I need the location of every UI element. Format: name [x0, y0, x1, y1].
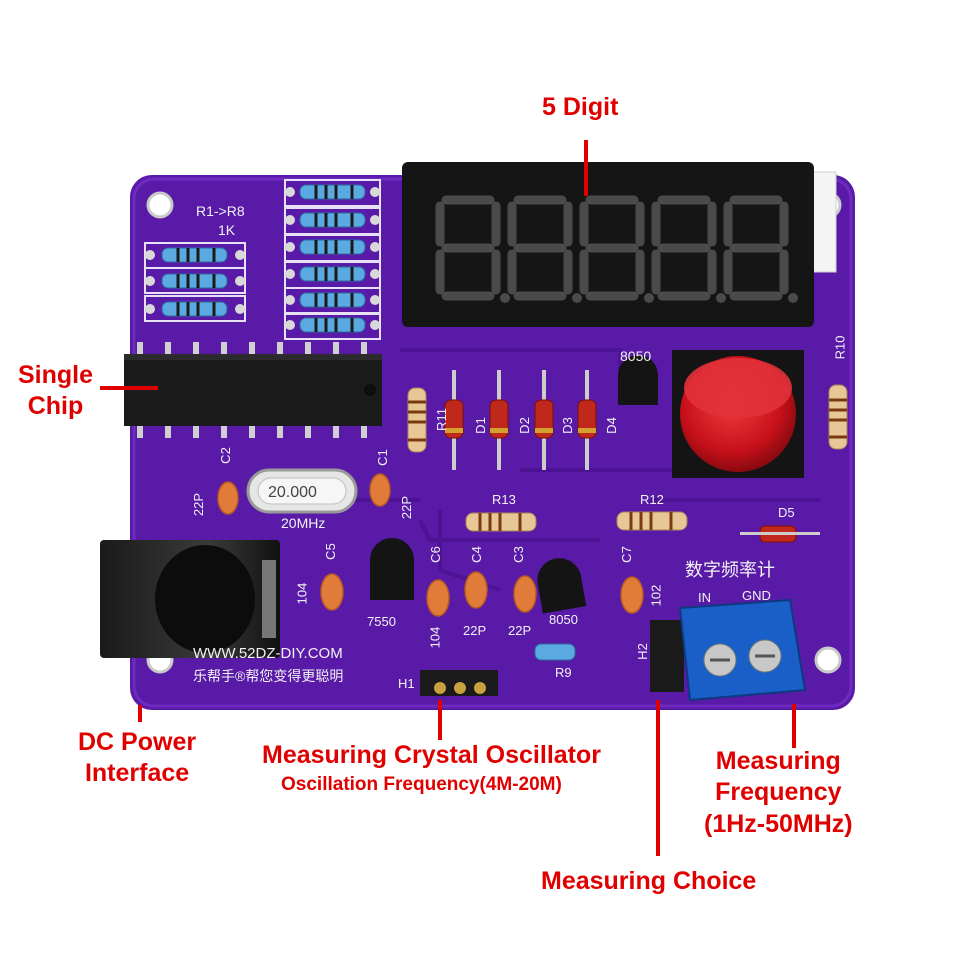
c2-value: 22P	[191, 492, 207, 517]
c4-label: C4	[468, 546, 484, 563]
crystal-marking: 20.000	[268, 484, 317, 501]
mount-hole	[146, 191, 174, 219]
transistor-mid-label: 8050	[549, 612, 578, 627]
d3-label: D3	[559, 417, 575, 434]
mount-hole	[814, 646, 842, 674]
h2-label: H2	[634, 643, 650, 660]
r9-label: R9	[555, 665, 572, 680]
c6-label: C6	[427, 546, 443, 563]
c6-value: 104	[427, 626, 443, 649]
resistor-value-label: 1K	[218, 222, 236, 238]
c3-label: C3	[510, 546, 526, 563]
c4-value: 22P	[463, 623, 487, 638]
c7-label: C7	[618, 546, 634, 563]
c2-label: C2	[217, 447, 233, 464]
r11-label: R11	[433, 408, 449, 431]
slogan-label: 乐帮手®帮您变得更聪明	[193, 668, 344, 684]
label-measuring-frequency: Measuring Frequency (1Hz-50MHz)	[704, 747, 853, 838]
chinese-title: 数字频率计	[685, 560, 775, 580]
label-single-chip: Single Chip	[18, 361, 94, 421]
c7-value: 102	[648, 584, 664, 607]
r13-label: R13	[492, 492, 516, 507]
label-five-digit: 5 Digit	[542, 93, 619, 121]
microcontroller-chip	[124, 342, 382, 438]
header-pins	[420, 620, 684, 696]
in-label: IN	[698, 590, 711, 605]
transistor-top-label: 8050	[620, 348, 652, 364]
d4-label: D4	[603, 417, 619, 434]
c1-value: 22P	[399, 495, 415, 520]
c1-label: C1	[374, 449, 390, 466]
d2-label: D2	[516, 417, 532, 434]
annotation-lines	[100, 140, 796, 856]
r10-label: R10	[832, 335, 848, 360]
crystal-oscillator	[246, 468, 358, 514]
c3-value: 22P	[508, 623, 532, 638]
seven-segment-display	[402, 162, 837, 327]
label-crystal-title: Measuring Crystal Oscillator	[262, 741, 602, 769]
gnd-label: GND	[742, 588, 771, 603]
ceramic-capacitors	[217, 473, 644, 617]
r12-label: R12	[640, 492, 664, 507]
dc-jack	[100, 540, 280, 658]
red-push-button	[672, 350, 804, 478]
resistor-array	[145, 184, 380, 333]
screw-terminal	[678, 598, 807, 702]
h1-label: H1	[398, 676, 415, 691]
d5-label: D5	[778, 505, 795, 520]
beige-resistors	[407, 384, 848, 661]
c5-label: C5	[322, 543, 338, 560]
label-measuring-choice: Measuring Choice	[541, 867, 757, 895]
label-dc-power: DC Power Interface	[78, 728, 197, 788]
c5-value: 104	[294, 582, 310, 605]
d1-label: D1	[472, 417, 488, 434]
website-label: WWW.52DZ-DIY.COM	[193, 645, 343, 662]
label-crystal-sub: Oscillation Frequency(4M-20M)	[281, 774, 562, 795]
resistor-group-label: R1->R8	[196, 203, 245, 219]
diodes	[444, 370, 820, 543]
regulator-label: 7550	[367, 614, 396, 629]
transistors	[370, 355, 658, 614]
crystal-frequency-label: 20MHz	[281, 515, 326, 531]
